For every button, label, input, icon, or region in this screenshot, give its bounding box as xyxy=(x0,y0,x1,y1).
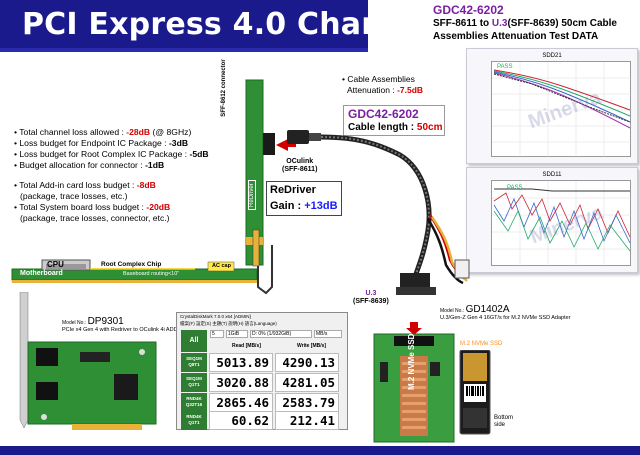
redriver-chip-label: ReDriver xyxy=(248,180,256,210)
redriver-gain: Gain : +13dB xyxy=(270,200,338,212)
test-title-line2: Assemblies Attenuation Test DATA xyxy=(433,31,599,42)
cdm-write-value: 4290.13 xyxy=(275,353,339,372)
bullet-endpoint: • Loss budget for Endpoint IC Package : … xyxy=(14,138,189,148)
addin-card-image xyxy=(19,292,157,430)
cdm-read-value: 2865.46 xyxy=(209,393,273,412)
bullet-root-complex: • Loss budget for Root Complex IC Packag… xyxy=(14,149,209,159)
oculink-label: OCulink(SFF-8611) xyxy=(282,158,318,173)
page-title: PCI Express 4.0 Channels xyxy=(22,7,454,42)
bullet-addin: • Total Add-in card loss budget : -8dB xyxy=(14,180,156,190)
graph-plot-area xyxy=(491,180,632,267)
cdm-window-title: CrystalDiskMark 7.0.0 x64 [ADMIN] xyxy=(180,314,251,319)
cdm-read-value: 60.62 xyxy=(209,411,273,430)
cdm-count-select[interactable]: 5 xyxy=(210,330,224,338)
title-banner: PCI Express 4.0 Channels xyxy=(0,0,453,52)
sdd21-curves xyxy=(492,62,632,158)
cable-length: Cable length : 50cm xyxy=(348,122,443,133)
bullet-addin-note: (package, trace losses, etc.) xyxy=(20,191,128,201)
u3-label: U.3(SFF-8639) xyxy=(353,290,389,305)
pass-label: PASS xyxy=(507,185,523,191)
cdm-write-value: 4281.05 xyxy=(275,373,339,392)
adapter-pcb-text: M.2 NVMe SSD xyxy=(407,333,416,390)
u3-adapter-image xyxy=(373,322,455,443)
ssd-label: M.2 NVMe SSD xyxy=(460,341,503,347)
motherboard-label: Motherboard xyxy=(20,270,63,277)
test-model-number: GDC42-6202 xyxy=(433,3,504,17)
routing-label: Baseboard routing<10" xyxy=(123,271,180,277)
bullet-sysboard-note: (package, trace losses, connector, etc.) xyxy=(20,213,170,223)
crystaldiskmark-window: CrystalDiskMark 7.0.0 x64 [ADMIN] 檔案(F) … xyxy=(176,312,348,430)
sdd11-graph: SDD11 PASS Minerva xyxy=(466,167,638,273)
cable-attenuation: • Cable Assemblies Attenuation : -7.5dB xyxy=(342,74,424,95)
cdm-write-value: 212.41 xyxy=(275,411,339,430)
graph-plot-area xyxy=(491,61,632,158)
cdm-menu: 檔案(F) 設定(S) 主題(T) 說明(H) 語言(Language) xyxy=(180,321,277,326)
graph-title: SDD11 xyxy=(542,172,562,178)
cdm-drive-select[interactable]: D: 0% (1/932GiB) xyxy=(250,330,312,338)
card-right-model: Model No.: GD1402A xyxy=(440,304,510,315)
card-left-desc: PCIe x4 Gen 4 with Redriver to OCulink 4… xyxy=(62,327,198,333)
cdm-read-header: Read [MB/s] xyxy=(232,343,261,349)
channel-diagram xyxy=(11,79,470,295)
bullet-total-loss: • Total channel loss allowed : -28dB (@ … xyxy=(14,127,192,137)
footer-bar xyxy=(0,446,640,455)
m2-ssd-image xyxy=(459,350,491,435)
redriver-title: ReDriver xyxy=(270,184,316,196)
cable-label-box: GDC42-6202 Cable length : 50cm xyxy=(343,105,445,136)
test-title-line1: SFF-8611 to U.3(SFF-8639) 50cm Cable xyxy=(433,18,617,29)
cdm-read-value: 5013.89 xyxy=(209,353,273,372)
ac-cap-label: AC cap xyxy=(212,263,231,269)
card-loss-list: • Total Add-in card loss budget : -8dB (… xyxy=(14,180,170,224)
bottom-side-label: Bottom side xyxy=(494,415,514,428)
sff-connector-label: SFF-8612 connector xyxy=(221,59,227,117)
card-left-model: Model No.: DP9301 xyxy=(62,316,124,327)
graph-title: SDD21 xyxy=(542,53,562,59)
cdm-unit-select[interactable]: MB/s xyxy=(314,330,342,338)
cdm-all-button[interactable]: All xyxy=(181,330,207,352)
pass-label: PASS xyxy=(497,64,513,70)
redriver-gain-box: ReDriver Gain : +13dB xyxy=(266,181,342,216)
cdm-size-select[interactable]: 1GiB xyxy=(226,330,248,338)
root-complex-label: Root Complex Chip xyxy=(101,261,162,268)
loss-budget-list: • Total channel loss allowed : -28dB (@ … xyxy=(14,127,209,171)
cdm-write-value: 2583.79 xyxy=(275,393,339,412)
bullet-connector: • Budget allocation for connector : -1dB xyxy=(14,160,165,170)
cable-model: GDC42-6202 xyxy=(348,107,419,121)
sdd11-curves xyxy=(492,181,632,267)
cpu-label: CPU xyxy=(47,260,64,269)
cdm-write-header: Write [MB/s] xyxy=(297,343,327,349)
cdm-read-value: 3020.88 xyxy=(209,373,273,392)
card-right-desc: U.3/Gen-Z Gen 4 16GT/s for M.2 NVMe SSD … xyxy=(440,315,571,321)
bullet-sysboard: • Total System board loss budget : -20dB xyxy=(14,202,171,212)
sdd21-graph: SDD21 PASS Minerva xyxy=(466,48,638,164)
